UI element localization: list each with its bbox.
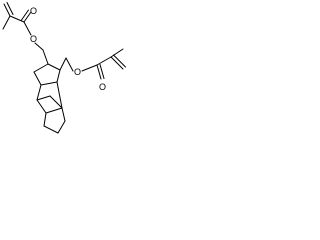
bond (23, 21, 32, 36)
bond (96, 56, 112, 66)
bond (36, 99, 47, 114)
bond (81, 64, 98, 72)
bond (6, 2, 14, 15)
bond (3, 3, 11, 17)
bond (40, 81, 58, 86)
bond (36, 84, 42, 101)
atom-label-oxygen: O (99, 82, 106, 92)
tricyclic-core (33, 49, 74, 134)
bond (49, 95, 63, 109)
bond (23, 11, 32, 23)
bond (65, 57, 74, 72)
bond (43, 112, 47, 127)
bond (45, 107, 63, 114)
atom-label-oxygen: O (30, 6, 37, 16)
bond (56, 69, 61, 83)
bond (9, 15, 25, 23)
bond (57, 120, 66, 134)
bond (99, 64, 105, 79)
bond (2, 15, 11, 30)
bond (21, 9, 29, 21)
bond (43, 125, 59, 134)
bond (47, 63, 61, 71)
atom-label-oxygen: O (30, 34, 37, 44)
bond (110, 48, 124, 58)
atom-labels: O O O O (30, 6, 106, 92)
molecule-drawing: O O O O (2, 2, 126, 134)
right-methacrylate-group (81, 48, 126, 80)
bond (113, 54, 126, 68)
bond (59, 57, 67, 71)
bond (33, 71, 42, 86)
bond (110, 56, 124, 70)
bond (33, 63, 49, 73)
bond (36, 95, 51, 101)
bond (42, 49, 49, 65)
bond (61, 107, 66, 122)
bond (96, 64, 102, 80)
bond (56, 81, 63, 109)
left-methacrylate-group (2, 2, 44, 51)
bond (34, 42, 44, 51)
chemical-structure-figure: O O O O (0, 0, 139, 142)
atom-label-oxygen: O (74, 67, 81, 77)
